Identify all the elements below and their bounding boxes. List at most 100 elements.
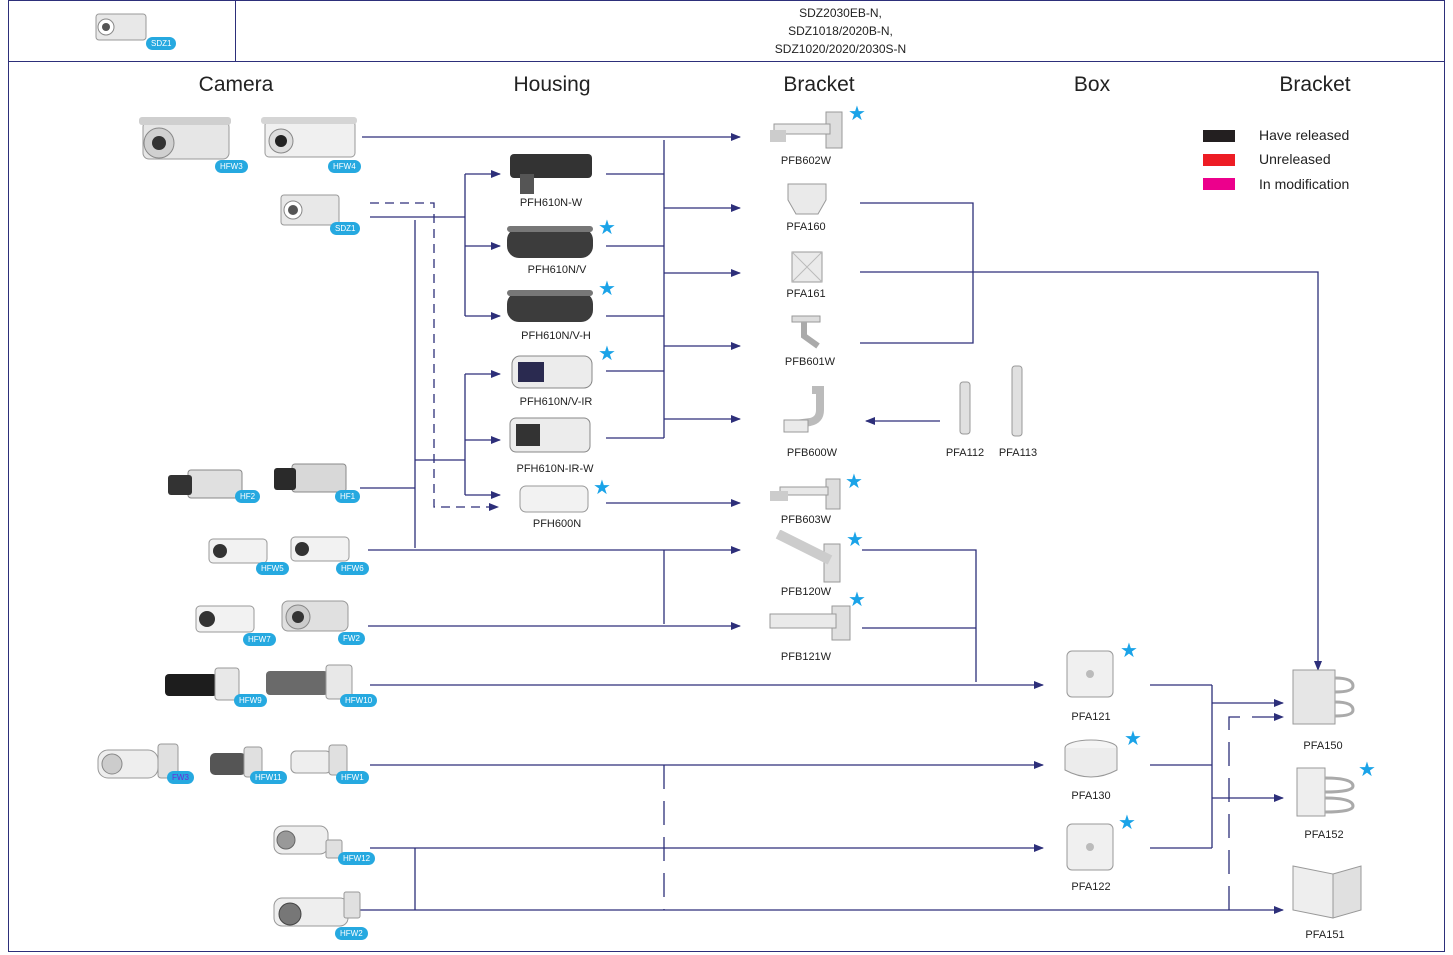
camera-hfw3-image [135,115,235,178]
mount-pfa152-image [1293,766,1357,825]
camera-tag-hfw4: HFW4 [328,160,361,173]
camera-hfw10-image [264,663,356,708]
bracket-label-pfa160: PFA160 [786,221,826,233]
header-divider [8,61,1445,62]
box-label-pfa130: PFA130 [1071,790,1111,802]
legend-swatch-unreleased [1203,154,1235,166]
bracket-label-pfb603w: PFB603W [780,514,832,526]
star-icon-pfh600n: ★ [593,477,611,499]
camera-hfw5-image [205,533,271,574]
bracket-label-pfa161: PFA161 [786,288,826,300]
star-icon-pfb120w: ★ [846,529,864,551]
camera-hfw2-image [268,890,364,941]
housing-label-pfh610n-v-ir: PFH610N/V-IR [519,396,593,408]
camera-hf1-image [270,459,350,504]
camera-hfw12-image [270,820,346,869]
bracket-pfb120w-image [770,529,846,589]
camera-hf2-image [166,465,246,510]
bracket-pfa161-image [784,248,830,291]
header-model-line-3: SDZ1020/2020/2030S-N [774,42,907,56]
header-column-divider [235,0,236,61]
column-header-box: Box [1073,73,1111,96]
camera-tag-hfw7: HFW7 [243,633,276,646]
housing-label-pfh610n-v: PFH610N/V [527,264,587,276]
legend-label-unreleased: Unreleased [1259,151,1331,167]
legend-label-released: Have released [1259,127,1350,143]
column-header-bracket: Bracket [783,73,855,96]
housing-label-pfh600n: PFH600N [532,518,582,530]
bracket-pfb603w-image [766,477,846,518]
column-header-housing: Housing [513,73,591,96]
camera-tag-hfw10: HFW10 [340,694,378,707]
camera-tag-hfw3: HFW3 [215,160,248,173]
bracket-pfb121w-image [766,604,856,649]
housing-pfh600n-image [518,482,590,523]
star-icon-pfa130: ★ [1124,728,1142,750]
camera-hfw1-image [287,743,351,784]
bracket-pfb601w-image [782,312,832,357]
housing-pfh610n-v-image [505,222,595,271]
bracket-label-pfb120w: PFB120W [780,586,832,598]
housing-label-pfh610n-ir-w: PFH610N-IR-W [516,463,594,475]
star-icon-pfh610n-v: ★ [598,217,616,239]
header-model-tag: SDZ1 [146,37,177,50]
pole-label-pfa112: PFA112 [945,447,985,459]
star-icon-pfb121w: ★ [848,589,866,611]
camera-sdz1-image [278,192,344,233]
camera-hfw6-image [287,531,353,572]
camera-tag-hf1: HF1 [335,490,361,503]
housing-label-pfh610n-v-h: PFH610N/V-H [521,330,591,342]
diagram-frame [8,0,1445,952]
housing-pfh610n-v-h-image [505,286,595,335]
star-icon-pfh610n-v-h: ★ [598,278,616,300]
box-label-pfa122: PFA122 [1071,881,1111,893]
header-camera-image [93,12,153,42]
bracket-pfb600w-image [776,386,836,447]
legend-label-modification: In modification [1259,176,1350,192]
mount-label-pfa151: PFA151 [1305,929,1345,941]
camera-tag-fw2: FW2 [338,632,365,645]
box-pfa130-image [1061,736,1121,789]
camera-tag-hfw2: HFW2 [335,927,368,940]
box-pfa121-image [1063,647,1117,706]
mount-label-pfa150: PFA150 [1303,740,1343,752]
housing-pfh610n-w-image [508,150,594,201]
column-header-camera: Camera [198,73,274,96]
camera-tag-hf2: HF2 [235,490,261,503]
pole-label-pfa113: PFA113 [998,447,1038,459]
star-icon-pfa121: ★ [1120,640,1138,662]
box-label-pfa121: PFA121 [1071,711,1111,723]
camera-tag-hfw6: HFW6 [336,562,369,575]
bracket-label-pfb121w: PFB121W [780,651,832,663]
column-header-bracket-2: Bracket [1279,73,1351,96]
camera-tag-fw3: FW3 [167,771,194,784]
housing-pfh610n-v-ir-image [510,352,594,399]
star-icon-pfa152: ★ [1358,759,1376,781]
bracket-pfb602w-image [768,110,848,155]
star-icon-pfh610n-v-ir: ★ [598,343,616,365]
camera-tag-hfw1: HFW1 [336,771,369,784]
camera-fw3-image [94,742,184,793]
mount-pfa151-image [1289,858,1365,927]
camera-hfw4-image [259,115,359,170]
mount-pfa150-image [1289,664,1355,735]
legend-swatch-modification [1203,178,1235,190]
mount-label-pfa152: PFA152 [1304,829,1344,841]
header-model-line-1: SDZ2030EB-N, [799,6,882,20]
camera-hfw11-image [206,745,266,786]
pole-pfa113-image [1010,364,1024,443]
pole-pfa112-image [958,380,972,441]
star-icon-pfa122: ★ [1118,812,1136,834]
box-pfa122-image [1063,820,1117,879]
legend-swatch-released [1203,130,1235,142]
housing-pfh610n-ir-w-image [508,414,592,465]
camera-hfw9-image [163,664,243,709]
housing-label-pfh610n-w: PFH610N-W [519,197,583,209]
header-model-line-2: SDZ1018/2020B-N, [788,24,893,38]
bracket-label-pfb601w: PFB601W [784,356,836,368]
camera-fw2-image [278,597,352,642]
bracket-label-pfb602w: PFB602W [780,155,832,167]
camera-tag-sdz1: SDZ1 [330,222,361,235]
bracket-pfa160-image [782,180,832,223]
